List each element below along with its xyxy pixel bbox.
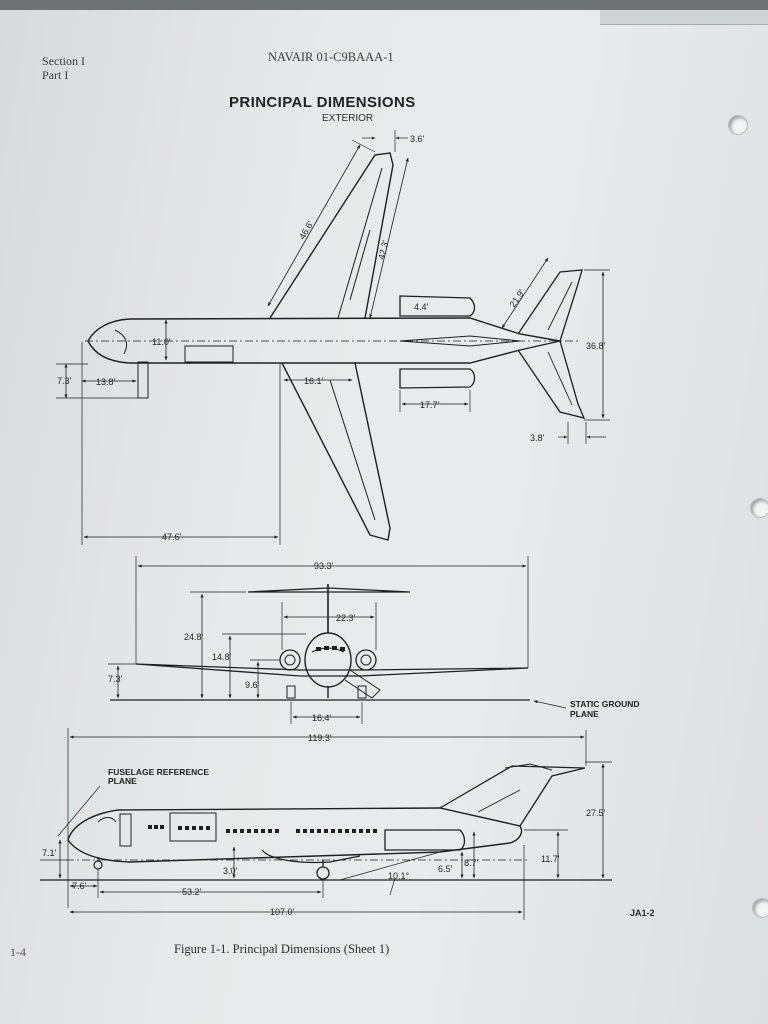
side-view-windows xyxy=(148,825,377,833)
front-view-windows xyxy=(316,646,345,651)
ref-plane-label-line2: PLANE xyxy=(108,776,137,786)
document-number: NAVAIR 01-C9BAAA-1 xyxy=(268,50,394,64)
dim-nose-to-gear: 13.8' xyxy=(96,377,116,387)
dim-ref-to-ground: 7.1' xyxy=(42,848,57,858)
binder-hole-top xyxy=(728,115,748,135)
figure-caption: Figure 1-1. Principal Dimensions (Sheet … xyxy=(174,942,390,956)
dim-nose-to-wing: 47.6' xyxy=(162,532,182,542)
side-view-labels: 119.3' 27.5' 11.7' 7.1' 3.0' 10.1° 6.5' … xyxy=(42,733,606,917)
dim-wing-inner: 42.3' xyxy=(376,239,390,260)
dim-engine-lower: 6.5' xyxy=(438,864,453,874)
dim-engine-upper: 8.7' xyxy=(464,858,479,868)
top-view xyxy=(56,130,610,545)
dim-fuselage-width: 11.0' xyxy=(152,337,171,347)
dim-nose-to-main: 53.2' xyxy=(182,887,202,897)
dim-tail-height: 24.8' xyxy=(184,632,204,642)
page-number: 1-4 xyxy=(10,945,26,959)
dim-tail-tip: 3.8' xyxy=(530,433,545,443)
dim-ground-length: 107.0' xyxy=(270,907,295,917)
dim-tail-chord: 21.9' xyxy=(507,287,526,309)
dim-engine-width: 4.4' xyxy=(414,302,429,312)
binder-hole-bottom xyxy=(752,898,768,918)
job-code: JA1-2 xyxy=(630,908,655,918)
dim-wing-root: 16.1' xyxy=(304,376,324,386)
ground-plane-label-line2: PLANE xyxy=(570,709,599,719)
dim-wing-tip: 3.6' xyxy=(410,134,425,144)
dim-engine-height: 9.6' xyxy=(245,680,260,690)
dim-stab-span: 22.3' xyxy=(336,613,356,623)
binder-hole-middle xyxy=(750,498,768,518)
dim-tail-span: 36.8' xyxy=(586,341,606,351)
dim-belly: 3.0' xyxy=(223,866,238,876)
dim-span: 93.3' xyxy=(314,561,334,571)
dim-nose-gear: 7.6' xyxy=(72,881,87,891)
front-view xyxy=(108,556,567,724)
ground-plane-label-line1: STATIC GROUND xyxy=(570,699,640,709)
section-label: Section I xyxy=(42,54,85,68)
front-view-labels: 93.3' 24.8' 22.3' 14.8' 9.6' 7.3' 16.4' … xyxy=(108,561,640,723)
dim-wing-span-half: 46.6' xyxy=(297,219,315,241)
dim-height: 27.5' xyxy=(586,808,606,818)
page-title: PRINCIPAL DIMENSIONS xyxy=(229,94,416,111)
dim-engine-length: 17.7' xyxy=(420,400,440,410)
dim-ground-clearance: 7.3' xyxy=(108,674,123,684)
dim-gear-offset: 7.3' xyxy=(57,376,72,386)
dim-tail-height-lower: 11.7' xyxy=(541,854,560,864)
dim-angle: 10.1° xyxy=(388,871,410,881)
dim-overall-length: 119.3' xyxy=(308,733,332,743)
page-edge xyxy=(600,10,768,25)
dim-main-gear-track: 16.4' xyxy=(312,713,332,723)
ref-plane-label-line1: FUSELAGE REFERENCE xyxy=(108,767,209,777)
part-label: Part I xyxy=(42,68,69,82)
dim-fuselage-height: 14.8' xyxy=(212,652,232,662)
page-subtitle: EXTERIOR xyxy=(322,113,374,124)
side-view xyxy=(40,728,612,920)
